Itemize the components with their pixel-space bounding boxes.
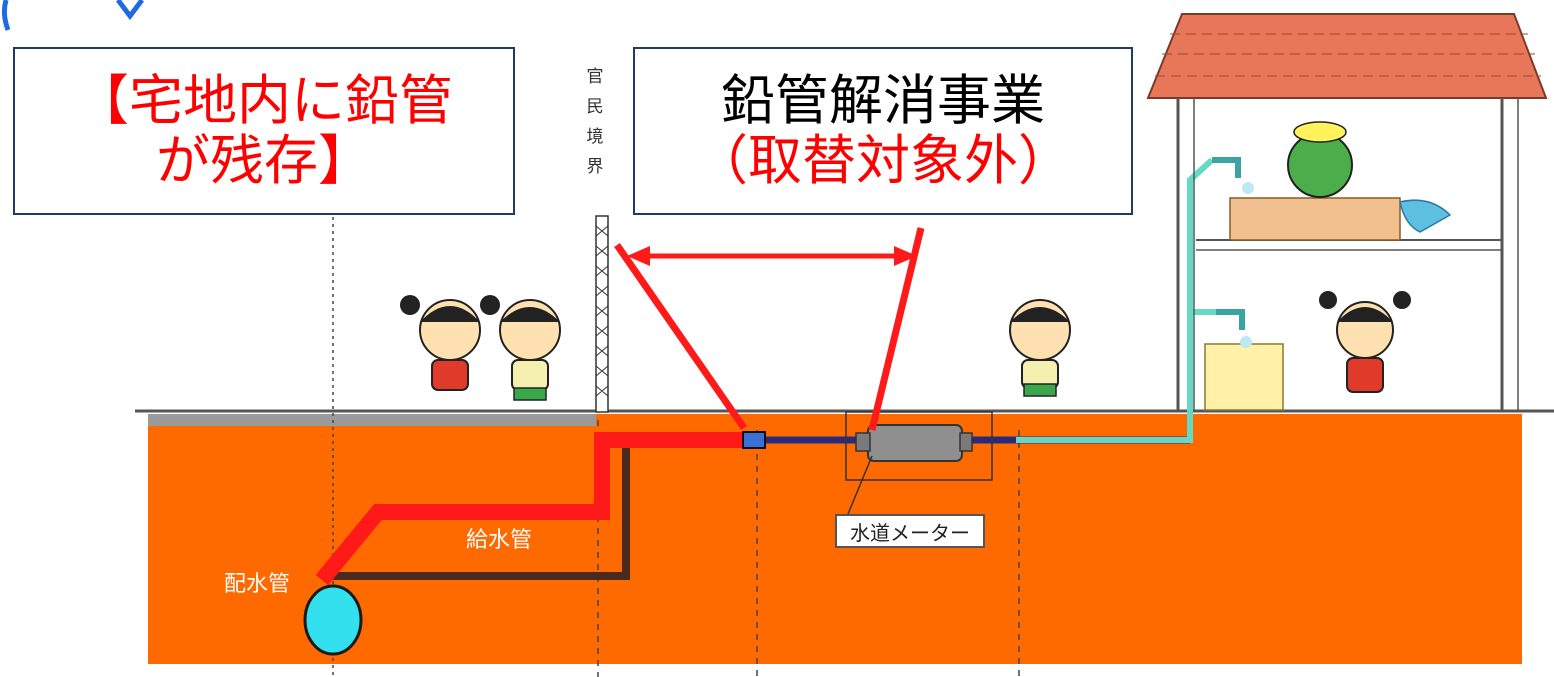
public-private-boundary-label: 官 民 境 界 bbox=[584, 62, 606, 182]
distribution-main-pipe bbox=[303, 584, 363, 656]
child-boy-center bbox=[1009, 299, 1071, 397]
boundary-char: 界 bbox=[586, 157, 604, 177]
pointer-line-meter bbox=[868, 227, 925, 431]
child-girl-left bbox=[400, 295, 500, 391]
child-girl-right bbox=[1319, 291, 1411, 393]
range-arrow bbox=[627, 246, 917, 266]
callout-lead-pipe-project: 鉛管解消事業 （取替対象外） bbox=[633, 47, 1133, 215]
old-service-pipe bbox=[326, 445, 630, 580]
corner-fragment bbox=[1, 0, 11, 31]
service-pipe-label: 給水管 bbox=[466, 528, 533, 553]
callout-right-line2: （取替対象外） bbox=[694, 129, 1072, 192]
meter-label-leader bbox=[847, 455, 873, 515]
pipe-joint bbox=[742, 431, 766, 449]
callout-right-line1: 鉛管解消事業 bbox=[721, 68, 1045, 132]
distribution-main-label: 配水管 bbox=[224, 572, 291, 597]
kappa-character bbox=[1287, 121, 1452, 233]
water-meter-label: 水道メーター bbox=[835, 514, 985, 548]
lead-pipe bbox=[315, 432, 752, 586]
house bbox=[1146, 13, 1548, 412]
child-boy-left bbox=[499, 299, 561, 401]
callout-left-line2: が残存】 bbox=[156, 129, 372, 192]
boundary-fence bbox=[595, 215, 609, 413]
boundary-char: 境 bbox=[586, 127, 604, 147]
boundary-char: 民 bbox=[586, 97, 604, 117]
pointer-line-joint bbox=[614, 243, 747, 430]
callout-lead-pipe-remains: 【宅地内に鉛管 が残存】 bbox=[13, 47, 515, 215]
road-surface-strip bbox=[148, 414, 596, 426]
water-meter-icon bbox=[855, 424, 973, 462]
meter-box bbox=[845, 411, 993, 481]
corner-fragment-2 bbox=[116, 0, 144, 21]
boundary-char: 官 bbox=[586, 67, 604, 87]
callout-left-line1: 【宅地内に鉛管 bbox=[75, 68, 453, 132]
